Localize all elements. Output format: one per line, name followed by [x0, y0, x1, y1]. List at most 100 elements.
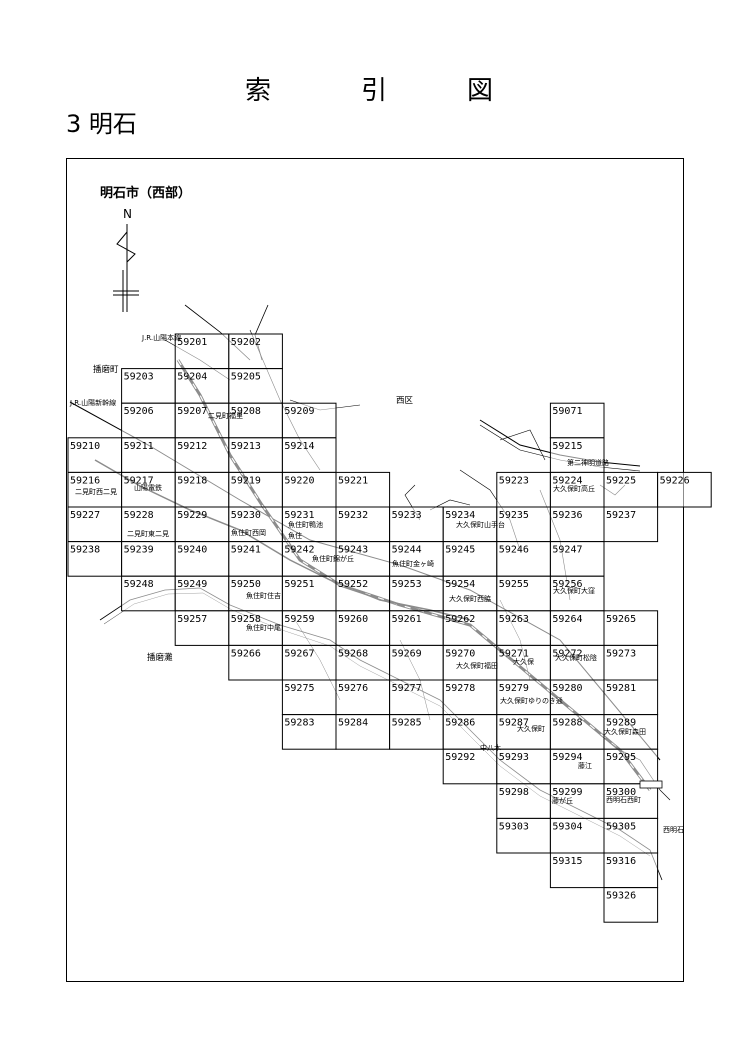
map-cell-59235[interactable]: 59235 — [496, 506, 551, 543]
map-cell-59207[interactable]: 59207 — [174, 402, 230, 439]
map-cell-59315[interactable]: 59315 — [549, 852, 605, 889]
map-cell-59240[interactable]: 59240 — [174, 541, 230, 577]
map-cell-59270[interactable]: 59270 — [442, 644, 498, 681]
map-cell-59254[interactable]: 59254 — [442, 575, 498, 612]
map-cell-59219[interactable]: 59219 — [228, 471, 283, 508]
map-cell-59250[interactable]: 59250 — [228, 575, 283, 612]
map-cell-59247[interactable]: 59247 — [549, 541, 605, 577]
map-cell-59214[interactable]: 59214 — [281, 437, 337, 473]
map-cell-59227[interactable]: 59227 — [67, 506, 123, 543]
map-cell-59230[interactable]: 59230 — [228, 506, 283, 543]
map-cell-59205[interactable]: 59205 — [228, 368, 283, 404]
map-cell-59278[interactable]: 59278 — [442, 679, 498, 716]
map-cell-59276[interactable]: 59276 — [335, 679, 391, 716]
map-cell-59251[interactable]: 59251 — [281, 575, 337, 612]
map-cell-59228[interactable]: 59228 — [121, 506, 176, 543]
map-cell-59263[interactable]: 59263 — [496, 610, 551, 646]
map-cell-59264[interactable]: 59264 — [549, 610, 605, 646]
map-cell-59218[interactable]: 59218 — [174, 471, 230, 508]
map-cell-59260[interactable]: 59260 — [335, 610, 391, 646]
map-cell-59217[interactable]: 59217 — [121, 471, 176, 508]
map-cell-59300[interactable]: 59300 — [603, 783, 659, 819]
map-cell-59252[interactable]: 59252 — [335, 575, 391, 612]
map-cell-59286[interactable]: 59286 — [442, 714, 498, 750]
map-cell-59261[interactable]: 59261 — [389, 610, 444, 646]
map-cell-59236[interactable]: 59236 — [549, 506, 605, 543]
map-cell-59244[interactable]: 59244 — [389, 541, 444, 577]
map-cell-59238[interactable]: 59238 — [67, 541, 123, 577]
cell-border — [228, 644, 283, 681]
map-cell-59277[interactable]: 59277 — [389, 679, 444, 716]
map-cell-59294[interactable]: 59294 — [549, 748, 605, 785]
map-cell-59208[interactable]: 59208 — [228, 402, 283, 439]
map-cell-59299[interactable]: 59299 — [549, 783, 605, 819]
map-cell-59213[interactable]: 59213 — [228, 437, 283, 473]
map-cell-59071[interactable]: 59071 — [549, 402, 605, 439]
cell-number: 59228 — [124, 510, 154, 521]
map-cell-59233[interactable]: 59233 — [389, 506, 444, 543]
map-cell-59234[interactable]: 59234 — [442, 506, 498, 543]
map-cell-59215[interactable]: 59215 — [549, 437, 605, 473]
map-cell-59292[interactable]: 59292 — [442, 748, 498, 785]
map-cell-59280[interactable]: 59280 — [549, 679, 605, 716]
map-cell-59206[interactable]: 59206 — [121, 402, 176, 439]
map-cell-59267[interactable]: 59267 — [281, 644, 337, 681]
map-cell-59257[interactable]: 59257 — [174, 610, 230, 646]
map-cell-59279[interactable]: 59279 — [496, 679, 551, 716]
map-cell-59232[interactable]: 59232 — [335, 506, 391, 543]
place-label: 西明石 — [663, 826, 684, 834]
map-cell-59266[interactable]: 59266 — [228, 644, 283, 681]
map-cell-59256[interactable]: 59256 — [549, 575, 605, 612]
map-cell-59225[interactable]: 59225 — [603, 471, 659, 508]
map-cell-59220[interactable]: 59220 — [281, 471, 337, 508]
map-cell-59237[interactable]: 59237 — [603, 506, 659, 543]
map-cell-59231[interactable]: 59231 — [281, 506, 337, 543]
map-cell-59269[interactable]: 59269 — [389, 644, 444, 681]
map-cell-59288[interactable]: 59288 — [549, 714, 605, 750]
map-cell-59239[interactable]: 59239 — [121, 541, 176, 577]
map-cell-59273[interactable]: 59273 — [603, 644, 659, 681]
map-cell-59285[interactable]: 59285 — [389, 714, 444, 750]
map-cell-59305[interactable]: 59305 — [603, 817, 659, 854]
map-cell-59226[interactable]: 59226 — [657, 471, 712, 508]
map-cell-59203[interactable]: 59203 — [121, 368, 176, 404]
map-cell-59241[interactable]: 59241 — [228, 541, 283, 577]
map-cell-59216[interactable]: 59216 — [67, 471, 123, 508]
map-cell-59293[interactable]: 59293 — [496, 748, 551, 785]
map-cell-59281[interactable]: 59281 — [603, 679, 659, 716]
map-cell-59265[interactable]: 59265 — [603, 610, 659, 646]
cell-number: 59223 — [499, 475, 529, 486]
map-cell-59316[interactable]: 59316 — [603, 852, 659, 889]
map-cell-59221[interactable]: 59221 — [335, 471, 391, 508]
map-cell-59246[interactable]: 59246 — [496, 541, 551, 577]
map-cell-59259[interactable]: 59259 — [281, 610, 337, 646]
map-cell-59303[interactable]: 59303 — [496, 817, 551, 854]
map-cell-59262[interactable]: 59262 — [442, 610, 498, 646]
map-cell-59258[interactable]: 59258 — [228, 610, 283, 646]
map-cell-59284[interactable]: 59284 — [335, 714, 391, 750]
map-cell-59210[interactable]: 59210 — [67, 437, 123, 473]
map-cell-59202[interactable]: 59202 — [228, 333, 283, 370]
map-cell-59295[interactable]: 59295 — [603, 748, 659, 785]
map-cell-59201[interactable]: 59201 — [174, 333, 230, 370]
map-cell-59255[interactable]: 59255 — [496, 575, 551, 612]
map-cell-59229[interactable]: 59229 — [174, 506, 230, 543]
map-cell-59223[interactable]: 59223 — [496, 471, 551, 508]
map-cell-59248[interactable]: 59248 — [121, 575, 176, 612]
map-cell-59268[interactable]: 59268 — [335, 644, 391, 681]
map-cell-59249[interactable]: 59249 — [174, 575, 230, 612]
map-cell-59304[interactable]: 59304 — [549, 817, 605, 854]
map-cell-59272[interactable]: 59272 — [549, 644, 605, 681]
map-cell-59209[interactable]: 59209 — [281, 402, 337, 439]
map-cell-59275[interactable]: 59275 — [281, 679, 337, 716]
map-cell-59253[interactable]: 59253 — [389, 575, 444, 612]
map-cell-59245[interactable]: 59245 — [442, 541, 498, 577]
map-cell-59212[interactable]: 59212 — [174, 437, 230, 473]
map-cell-59211[interactable]: 59211 — [121, 437, 176, 473]
map-cell-59289[interactable]: 59289 — [603, 714, 659, 750]
map-cell-59287[interactable]: 59287 — [496, 714, 551, 750]
map-cell-59298[interactable]: 59298 — [496, 783, 551, 819]
map-cell-59283[interactable]: 59283 — [281, 714, 337, 750]
map-cell-59326[interactable]: 59326 — [603, 887, 659, 923]
map-cell-59204[interactable]: 59204 — [174, 368, 230, 404]
